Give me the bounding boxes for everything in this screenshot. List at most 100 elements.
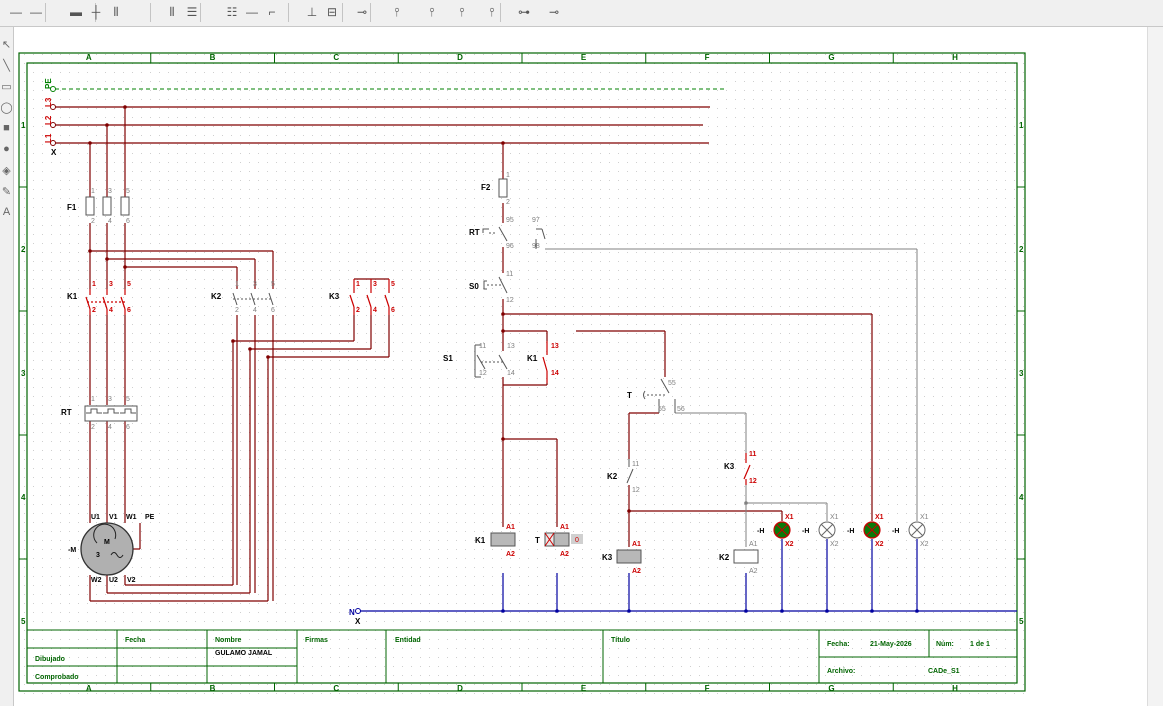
- rt-ctrl-label: RT: [469, 228, 480, 237]
- eyedropper-icon[interactable]: ✎: [1, 185, 12, 198]
- lamp-4-x1: X1: [920, 514, 929, 521]
- k3-nc-label: K3: [724, 462, 735, 471]
- coil-k2-a2: A2: [749, 568, 758, 575]
- f1-term-3: 3: [108, 188, 112, 195]
- timer-55a: 55: [668, 380, 676, 387]
- fill-bucket-icon[interactable]: ◈: [2, 164, 11, 177]
- coil-k2[interactable]: [733, 549, 759, 564]
- lamp-4-label: -H: [892, 528, 899, 535]
- k1-hold-13: 13: [551, 343, 559, 350]
- coil-k3[interactable]: [616, 549, 642, 564]
- filled-ellipse-tool-icon[interactable]: ●: [3, 143, 10, 155]
- rt-power-label: RT: [61, 408, 72, 417]
- lamp-4[interactable]: [908, 521, 926, 539]
- bus-label-n: N: [349, 608, 355, 617]
- text-tool-icon[interactable]: A: [2, 206, 11, 218]
- stop-button-s0[interactable]: [483, 276, 508, 294]
- contacts-3-icon[interactable]: ⫯: [459, 4, 465, 19]
- line-break-icon[interactable]: ⌐: [268, 5, 276, 19]
- bus-icon[interactable]: ▬: [70, 5, 82, 19]
- k2-nc-contact[interactable]: [626, 459, 634, 484]
- lamp-2-label: -H: [802, 528, 809, 535]
- motor-3: 3: [96, 552, 100, 559]
- k3-power-contacts[interactable]: [349, 279, 390, 315]
- motor-u1: U1: [91, 514, 100, 521]
- terminal-2-icon[interactable]: ⊸: [548, 5, 560, 19]
- start-button-s1[interactable]: [474, 344, 508, 378]
- k3-term-6: 6: [391, 307, 395, 314]
- bus-label-l3: L3: [44, 97, 53, 107]
- contacts-4-icon[interactable]: ⫯: [489, 4, 495, 19]
- timer-contact[interactable]: [643, 378, 676, 413]
- lamp-1[interactable]: [773, 521, 791, 539]
- filled-rect-tool-icon[interactable]: ■: [3, 122, 10, 134]
- rt-aux-contacts[interactable]: [482, 226, 546, 249]
- k2-nc-11: 11: [632, 461, 639, 468]
- timer-label: T: [627, 391, 632, 400]
- component-fuse-icon[interactable]: ⊟: [326, 5, 338, 19]
- f1-term-6: 6: [126, 218, 130, 225]
- bus-label-l1: L1: [44, 133, 53, 143]
- k1-hold-contact[interactable]: [542, 341, 548, 383]
- lamp-2[interactable]: [818, 521, 836, 539]
- tb-nombre-value: GULAMO JAMAL: [215, 650, 273, 657]
- thermal-relay-rt[interactable]: [84, 405, 138, 422]
- frame-row-label: 3: [1019, 369, 1024, 378]
- motor-symbol[interactable]: [80, 522, 141, 576]
- k2-term-1: 1: [235, 281, 239, 288]
- contacts-2-icon[interactable]: ⫯: [429, 4, 435, 19]
- tb-fecha-label: Fecha:: [827, 641, 850, 648]
- frame-col-label: G: [828, 53, 834, 62]
- k1-term-5: 5: [127, 281, 131, 288]
- lamp-3-label: -H: [847, 528, 854, 535]
- multi-wire-tap-icon[interactable]: ⦀: [169, 4, 175, 19]
- timer-55b: 55: [658, 406, 666, 413]
- frame-col-label: C: [333, 684, 339, 693]
- k2-power-contacts[interactable]: [232, 292, 274, 306]
- multi-wire-icon[interactable]: ⦀: [113, 4, 119, 19]
- line-cross-icon[interactable]: ⊥: [306, 5, 318, 19]
- pointer-icon[interactable]: ↖: [1, 38, 12, 51]
- fuse-f2[interactable]: [498, 178, 508, 198]
- frame-col-label: F: [705, 53, 710, 62]
- terminal-icon[interactable]: ⊶: [518, 5, 530, 19]
- lamp-4-x2: X2: [920, 541, 929, 548]
- tb-firmas-header: Firmas: [305, 637, 328, 644]
- k1-term-4: 4: [109, 307, 113, 314]
- k1-term-3: 3: [109, 281, 113, 288]
- wire-horizontal-icon[interactable]: —: [10, 5, 22, 19]
- contacts-icon[interactable]: ⫯: [394, 4, 400, 19]
- f1-term-5: 5: [126, 188, 130, 195]
- tb-archivo-label: Archivo:: [827, 668, 855, 675]
- wire-horizontal-2-icon[interactable]: —: [30, 5, 42, 19]
- bus-parallel-icon[interactable]: ☰: [186, 5, 198, 19]
- k3-power-label: K3: [329, 292, 340, 301]
- coil-k1[interactable]: [490, 532, 516, 547]
- rectangle-tool-icon[interactable]: ▭: [1, 80, 12, 93]
- k2-power-label: K2: [211, 292, 222, 301]
- line-tool-icon[interactable]: ╲: [3, 59, 10, 72]
- motor-u2: U2: [109, 577, 118, 584]
- vertical-scrollbar[interactable]: [1147, 27, 1163, 706]
- k1-power-contacts[interactable]: [85, 289, 126, 315]
- coil-k3-label: K3: [602, 553, 613, 562]
- frame-col-label: A: [86, 53, 92, 62]
- line-icon[interactable]: —: [246, 5, 258, 19]
- component-coil-icon[interactable]: ⊸: [356, 5, 368, 19]
- junction-icon[interactable]: ┼: [91, 5, 101, 19]
- frame-col-label: F: [705, 684, 710, 693]
- s1-t14: 14: [507, 370, 515, 377]
- bus-label-l2: L2: [44, 115, 53, 125]
- ellipse-tool-icon[interactable]: ◯: [0, 101, 13, 114]
- k1-term-6: 6: [127, 307, 131, 314]
- lamp-3[interactable]: [863, 521, 881, 539]
- bus-branch-icon[interactable]: ☷: [226, 5, 238, 19]
- frame-row-label: 1: [1019, 121, 1024, 130]
- coil-timer[interactable]: [544, 532, 583, 547]
- f2-t2: 2: [506, 199, 510, 206]
- k3-nc-contact[interactable]: [743, 453, 751, 485]
- motor-label: -M: [68, 547, 76, 554]
- fuse-f1[interactable]: [85, 196, 130, 216]
